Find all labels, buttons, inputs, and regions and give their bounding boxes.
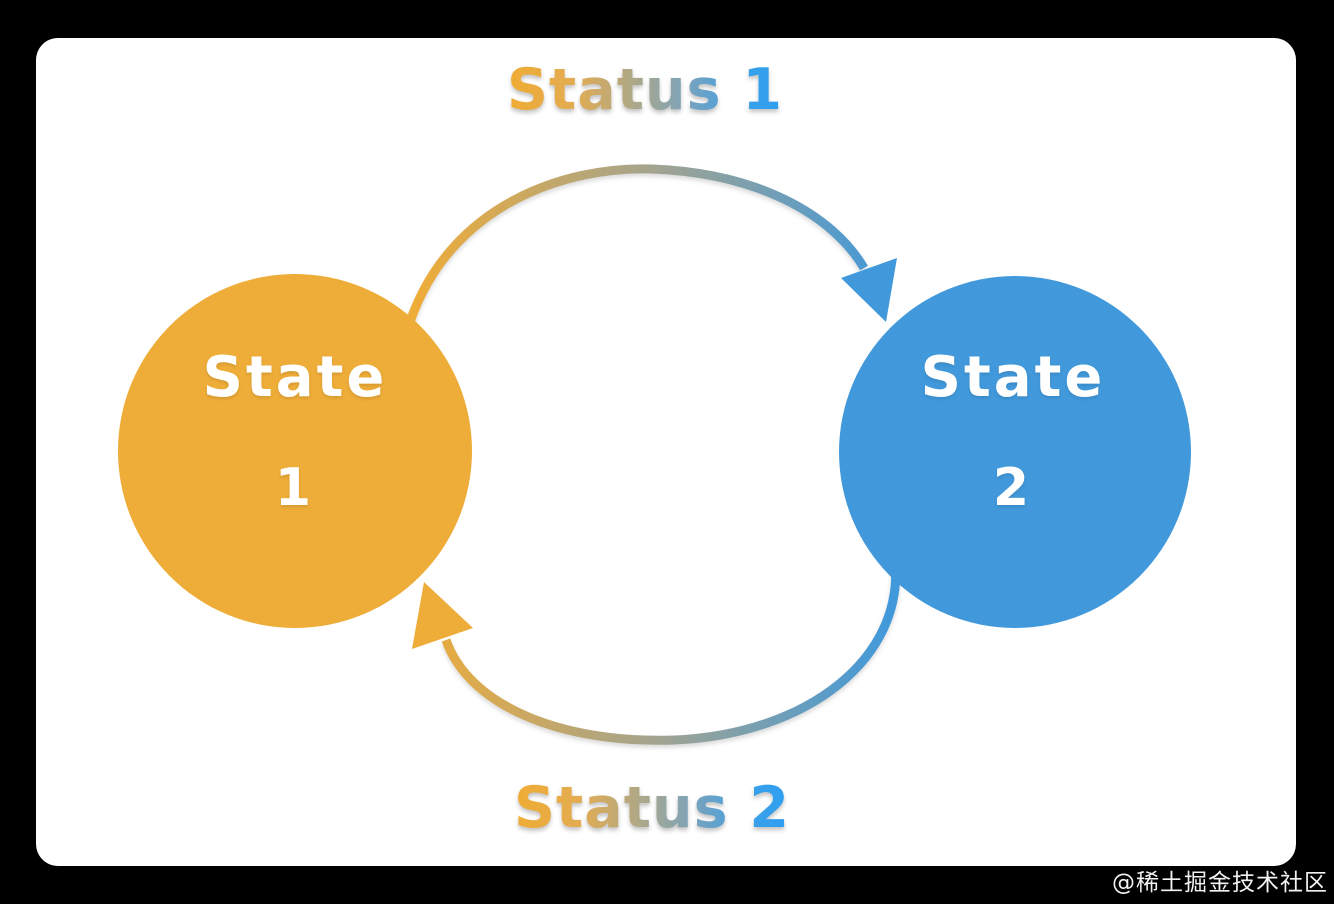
state-1-number: 1 xyxy=(274,458,312,518)
state-2-number: 2 xyxy=(992,458,1030,518)
edge-label-status-2: Status 2 xyxy=(513,775,791,841)
state-2-node xyxy=(839,276,1191,628)
state-1-node xyxy=(118,274,472,628)
arrowhead-into-state-1-icon xyxy=(412,582,473,649)
edge-arc-status-1 xyxy=(405,164,868,324)
watermark: @稀土掘金技术社区 xyxy=(1112,870,1328,896)
state-1-label: State xyxy=(202,345,388,410)
edge-arc-status-2 xyxy=(441,559,901,745)
edge-label-status-1: Status 1 xyxy=(506,57,784,123)
arrowhead-into-state-2-icon xyxy=(841,258,897,322)
state-2-label: State xyxy=(920,345,1106,410)
